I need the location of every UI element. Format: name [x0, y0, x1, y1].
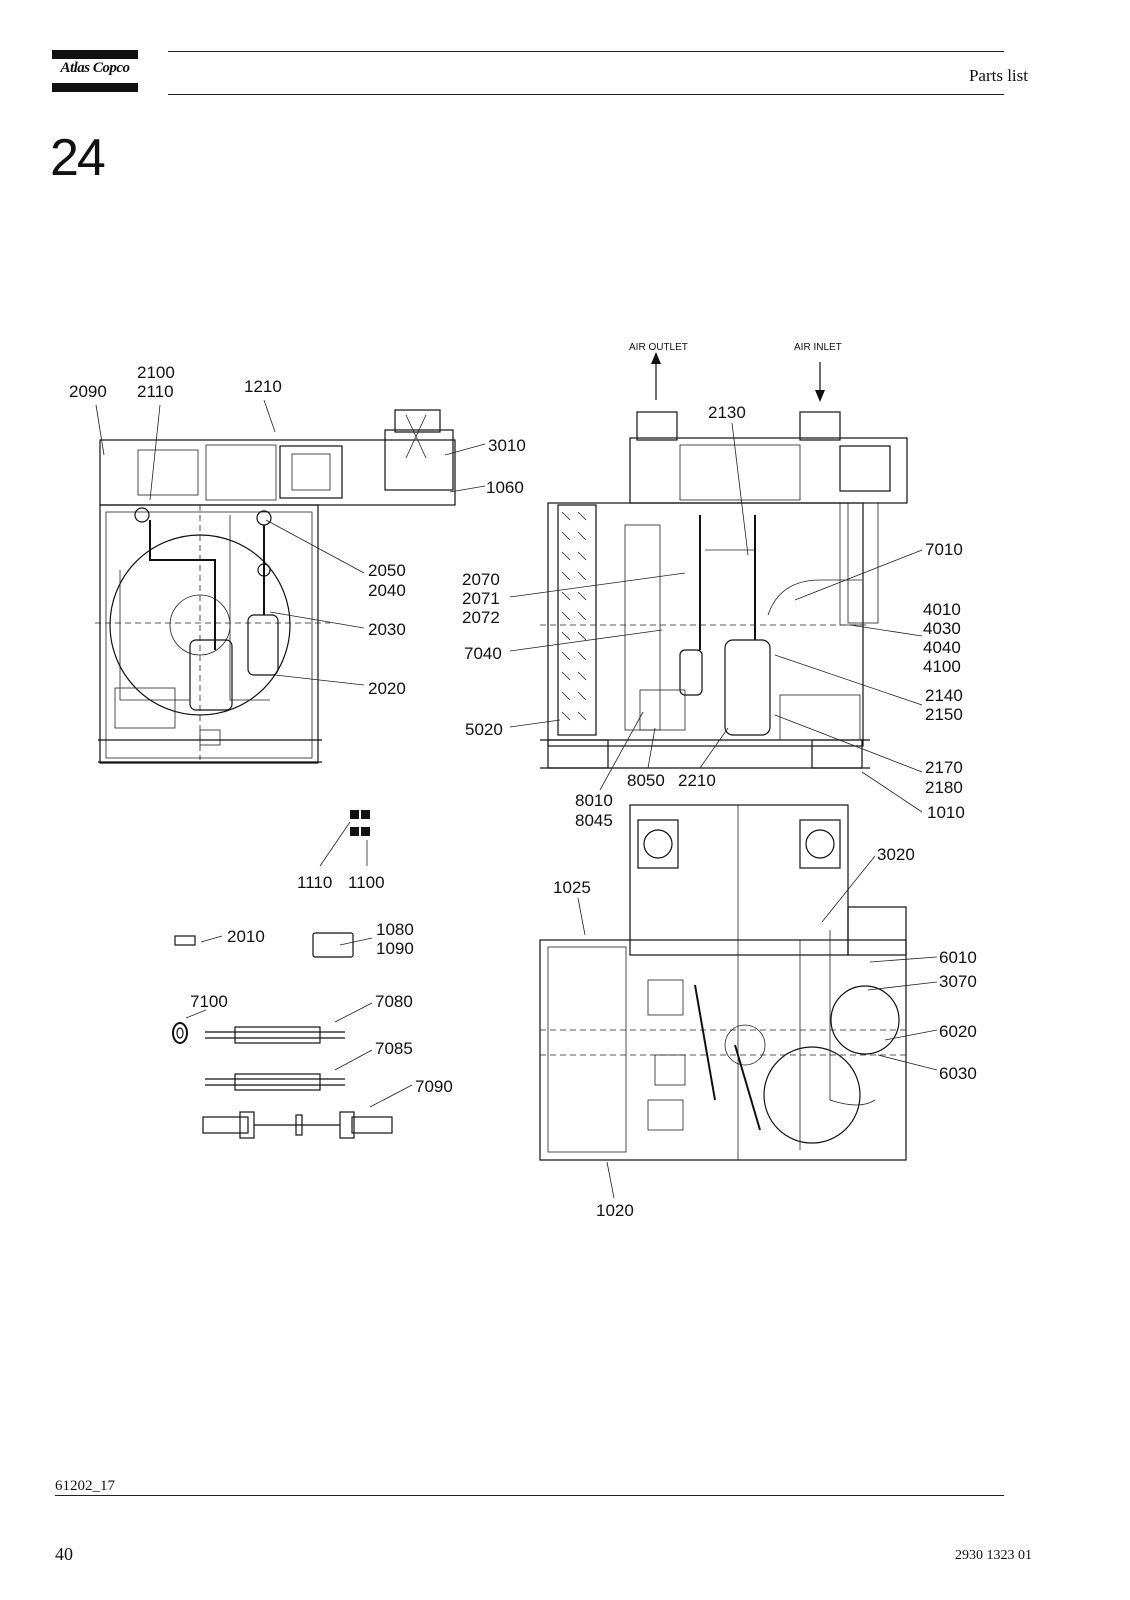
footer-rule [55, 1495, 1004, 1496]
callout-labels: AIR OUTLET AIR INLET 2100 2110 2090 1210… [69, 342, 977, 1220]
callout-4100: 4100 [923, 657, 961, 676]
callout-7010: 7010 [925, 540, 963, 559]
callout-2050: 2050 [368, 561, 406, 580]
callout-5020: 5020 [465, 720, 503, 739]
logo-bar-bottom [52, 83, 138, 92]
callout-3010: 3010 [488, 436, 526, 455]
callout-1110: 1110 [297, 873, 332, 892]
callout-6030: 6030 [939, 1064, 977, 1083]
figure-code: 61202_17 [55, 1478, 115, 1494]
callout-4030: 4030 [923, 619, 961, 638]
callout-7040: 7040 [464, 644, 502, 663]
callout-2072: 2072 [462, 608, 500, 627]
air-outlet-label: AIR OUTLET [629, 342, 688, 353]
callout-2030: 2030 [368, 620, 406, 639]
document-number: 2930 1323 01 [955, 1548, 1032, 1563]
callout-2210: 2210 [678, 771, 716, 790]
callout-2110: 2110 [137, 382, 174, 401]
callout-7090: 7090 [415, 1077, 453, 1096]
callout-1025: 1025 [553, 878, 591, 897]
callout-1080: 1080 [376, 920, 414, 939]
callout-7080: 7080 [375, 992, 413, 1011]
callout-2010: 2010 [227, 927, 265, 946]
callout-2140: 2140 [925, 686, 963, 705]
loose-parts [172, 810, 393, 1139]
callout-3070: 3070 [939, 972, 977, 991]
callout-2090: 2090 [69, 382, 107, 401]
callout-8045: 8045 [575, 811, 613, 830]
page-title: Parts list [968, 66, 1028, 85]
callout-2040: 2040 [368, 581, 406, 600]
callout-2100: 2100 [137, 363, 175, 382]
callout-2070: 2070 [462, 570, 500, 589]
callout-1100: 1100 [348, 873, 385, 892]
callout-1060: 1060 [486, 478, 524, 497]
front-view [540, 352, 908, 769]
top-view [539, 804, 907, 1161]
callout-2150: 2150 [925, 705, 963, 724]
callout-7085: 7085 [375, 1039, 413, 1058]
header-rule-bottom [168, 94, 1004, 95]
callout-7100: 7100 [190, 992, 228, 1011]
callout-1020: 1020 [596, 1201, 634, 1220]
section-number: 24 [50, 129, 106, 187]
callout-2170: 2170 [925, 758, 963, 777]
page-number: 40 [55, 1544, 73, 1564]
callout-2071: 2071 [462, 589, 500, 608]
header-rule-top [168, 51, 1004, 52]
callout-1090: 1090 [376, 939, 414, 958]
callout-4040: 4040 [923, 638, 961, 657]
callout-4010: 4010 [923, 600, 961, 619]
side-view [95, 409, 456, 764]
callout-2020: 2020 [368, 679, 406, 698]
callout-6010: 6010 [939, 948, 977, 967]
brand-logo: Atlas Copco [60, 60, 130, 76]
callout-8050: 8050 [627, 771, 665, 790]
logo-bar-top [52, 50, 138, 59]
callout-1010: 1010 [927, 803, 965, 822]
callout-3020: 3020 [877, 845, 915, 864]
callout-1210: 1210 [244, 377, 282, 396]
callout-6020: 6020 [939, 1022, 977, 1041]
leader-lines [95, 399, 938, 1199]
callout-2130: 2130 [708, 403, 746, 422]
air-inlet-label: AIR INLET [794, 342, 842, 353]
callout-2180: 2180 [925, 778, 963, 797]
callout-8010: 8010 [575, 791, 613, 810]
